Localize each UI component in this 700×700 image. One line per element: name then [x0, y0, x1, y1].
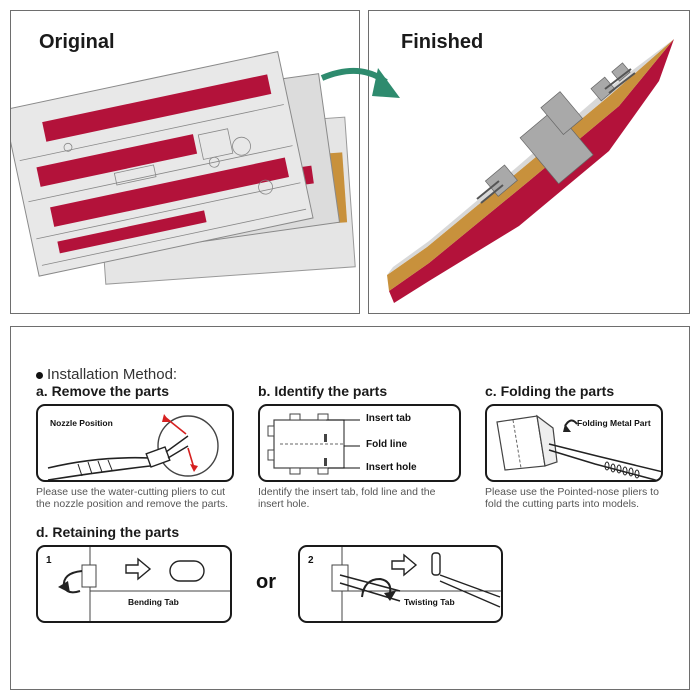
step-c-description: Please use the Pointed-nose pliers to fo…	[485, 486, 659, 510]
step-d2-number: 2	[308, 555, 314, 566]
insert-tab-label: Insert tab	[366, 413, 412, 424]
nozzle-position-label: Nozzle Position	[50, 418, 113, 428]
finished-ship-image	[387, 39, 674, 303]
twisting-tab-label: Twisting Tab	[404, 597, 455, 607]
installation-panel	[10, 326, 690, 690]
step-b-illustration: Insert tab Fold line Insert hole	[258, 404, 461, 482]
step-c-illustration: Folding Metal Part	[485, 404, 663, 482]
step-d1-number: 1	[46, 555, 52, 566]
bending-tab-label: Bending Tab	[128, 597, 179, 607]
installation-title: Installation Method:	[47, 366, 178, 383]
step-d2-illustration: 2 Twisting Tab	[298, 545, 503, 623]
original-heading: Original	[39, 31, 115, 53]
metal-sheets-image	[11, 51, 356, 285]
bullet-dot	[36, 371, 43, 379]
original-panel: Original	[10, 10, 360, 314]
insert-hole-label: Insert hole	[366, 462, 417, 473]
step-a-illustration: Nozzle Position	[36, 404, 234, 482]
or-label: or	[256, 571, 276, 593]
finished-heading: Finished	[401, 31, 484, 53]
step-b-description: Identify the insert tab, fold line and t…	[258, 486, 436, 510]
step-c-title: c. Folding the parts	[485, 383, 615, 399]
step-b-title: b. Identify the parts	[258, 383, 388, 399]
folding-metal-part-label: Folding Metal Part	[577, 418, 651, 428]
fold-line-label: Fold line	[366, 439, 408, 450]
step-d-title: d. Retaining the parts	[36, 524, 180, 540]
step-a-description: Please use the water-cutting pliers to c…	[36, 486, 229, 510]
step-d1-illustration: 1 Bending Tab	[36, 545, 232, 623]
step-a-title: a. Remove the parts	[36, 383, 170, 399]
finished-panel: Finished	[368, 10, 690, 314]
installation-title-row: Installation Method:	[36, 366, 177, 383]
